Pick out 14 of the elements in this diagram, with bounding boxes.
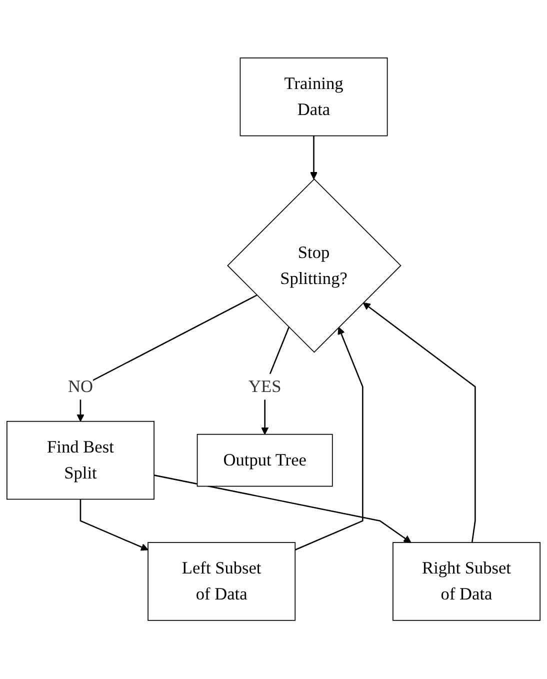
node-box: Find Best Split: [6, 421, 154, 500]
node-box: Right Subset of Data: [392, 542, 540, 622]
arrow: [310, 136, 318, 180]
node-box: Output Tree: [196, 434, 333, 488]
arrow: [362, 302, 476, 543]
edge-label: NO: [68, 378, 93, 397]
arrow: [154, 474, 412, 544]
arrow: [80, 500, 148, 552]
node-box: Left Subset of Data: [148, 542, 296, 622]
node-box: Training Data: [240, 58, 388, 137]
arrow: [294, 327, 364, 551]
node-diamond: Stop Splitting?: [227, 178, 402, 354]
edge-label: YES: [248, 378, 282, 397]
arrow: [76, 294, 258, 422]
